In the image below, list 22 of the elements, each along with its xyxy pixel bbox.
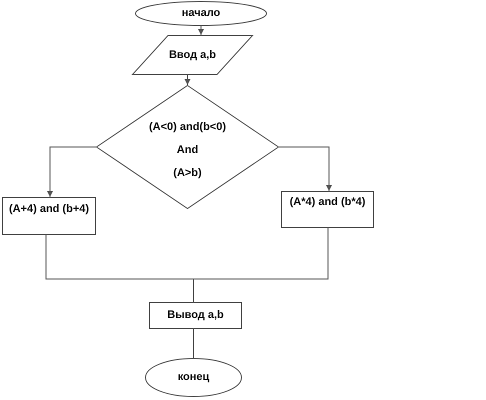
- arrow: [278, 146, 332, 192]
- condition-text: And: [176, 144, 198, 156]
- terminal-ellipse: [135, 1, 267, 26]
- terminal-ellipse: [145, 358, 242, 397]
- process-box: [281, 191, 374, 228]
- condition-text: (A<0) and(b<0): [148, 120, 226, 134]
- node-label: Ввод a,b: [168, 48, 216, 62]
- arrow: [47, 146, 96, 198]
- arrow: [184, 74, 190, 86]
- arrow: [198, 26, 204, 36]
- node-label: конец: [178, 371, 210, 384]
- node-label: (A+4) and (b+4): [8, 203, 90, 216]
- condition-text: (A>b): [173, 166, 202, 180]
- connector-line: [193, 328, 194, 358]
- process-box: [2, 197, 96, 235]
- connector-line: [193, 228, 328, 302]
- node-label: начало: [182, 7, 220, 20]
- node-label: Вывод a,b: [167, 309, 224, 322]
- input-parallelogram: [132, 35, 253, 75]
- node-label: (A*4) and (b*4): [290, 196, 366, 209]
- decision-diamond: [96, 85, 279, 209]
- output-box: [149, 302, 242, 329]
